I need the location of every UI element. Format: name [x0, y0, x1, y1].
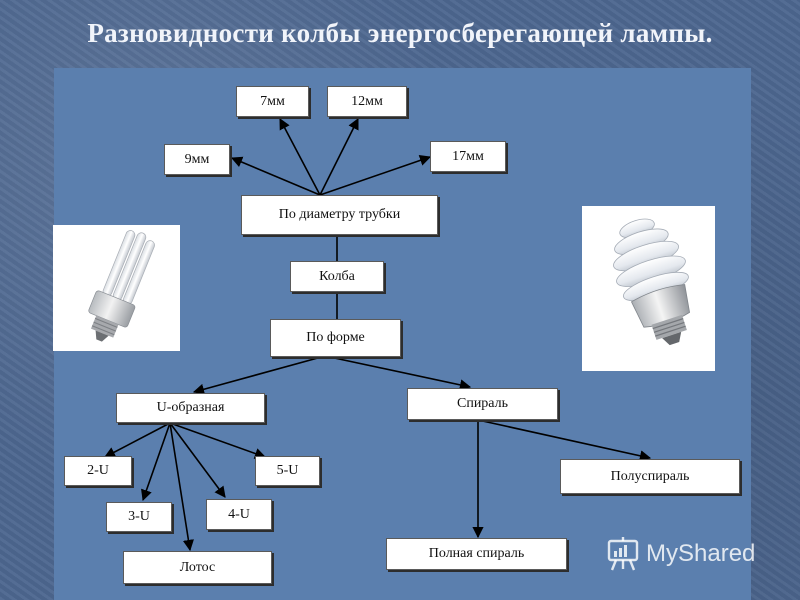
- node-9mm: 9мм: [164, 144, 230, 175]
- arrow-to-4u: [169, 422, 226, 498]
- arrow-to-u-shaped: [192, 355, 326, 395]
- arrow-to-spiral: [324, 355, 472, 391]
- arrow-to-9mm: [230, 156, 321, 196]
- spiral-lamp-photo: [582, 206, 715, 371]
- arrow-to-3u: [141, 422, 171, 502]
- slide-title: Разновидности колбы энергосберегающей ла…: [87, 18, 713, 48]
- node-12mm: 12мм: [327, 86, 407, 117]
- node-u-shaped: U-образная: [116, 393, 265, 423]
- node-7mm: 7мм: [236, 86, 309, 117]
- arrow-to-2u: [104, 422, 171, 458]
- node-3u: 3-U: [106, 502, 172, 532]
- node-spiral: Спираль: [407, 388, 558, 420]
- watermark-text: MyShared: [646, 540, 756, 567]
- node-5u: 5-U: [255, 456, 320, 486]
- node-2u: 2-U: [64, 456, 132, 486]
- myshared-watermark: MyShared: [606, 536, 755, 572]
- node-bulb: Колба: [290, 261, 384, 292]
- arrow-to-12mm: [319, 117, 359, 196]
- node-full-spiral: Полная спираль: [386, 538, 567, 570]
- node-17mm: 17мм: [430, 141, 506, 172]
- arrow-to-5u: [169, 422, 267, 459]
- presentation-board-icon: [607, 537, 639, 571]
- spiral-lamp-image: [613, 218, 690, 346]
- u-lamp-photo: [53, 225, 180, 351]
- arrow-to-17mm: [319, 154, 432, 196]
- arrow-to-lotus: [169, 422, 194, 552]
- node-lotus: Лотос: [123, 551, 272, 584]
- u-lamp-image: [88, 230, 155, 342]
- node-half-spiral: Полуспираль: [560, 459, 740, 494]
- arrow-to-7mm: [279, 118, 321, 196]
- node-by-tube-diameter: По диаметру трубки: [241, 195, 438, 235]
- node-by-shape: По форме: [270, 319, 401, 357]
- node-4u: 4-U: [206, 499, 272, 530]
- arrow-to-half-spiral: [477, 419, 652, 462]
